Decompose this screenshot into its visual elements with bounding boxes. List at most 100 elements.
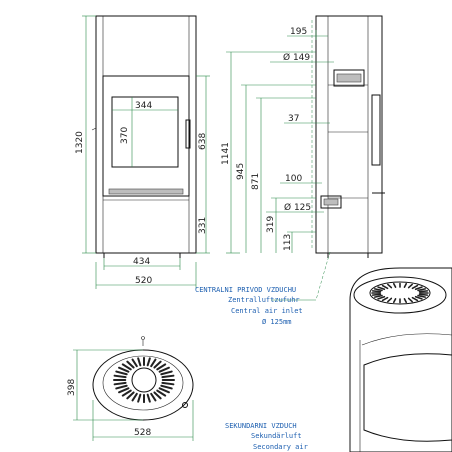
dim-glass-height: 370 xyxy=(120,127,130,144)
side-dimensions: 1141 945 871 319 113 195 Ø 149 37 100 Ø … xyxy=(221,27,334,254)
perspective-vent-slot xyxy=(411,296,419,302)
side-outer-body xyxy=(315,15,383,254)
dim-37: 37 xyxy=(288,114,299,124)
perspective-vent-slot xyxy=(418,293,429,296)
dim-inner-width: 434 xyxy=(133,257,150,267)
perspective-body xyxy=(349,267,452,452)
perspective-vent-slot xyxy=(377,295,386,300)
top-knob-icon xyxy=(182,402,188,408)
label-secondary-de: Sekundärluft xyxy=(251,432,302,440)
vent-slot xyxy=(146,357,151,367)
dim-195: 195 xyxy=(290,27,307,37)
perspective-vent-slot xyxy=(387,297,393,303)
side-view xyxy=(311,15,385,258)
vent-slot xyxy=(121,363,132,371)
perspective-vent-slot xyxy=(373,288,383,292)
top-view xyxy=(92,336,194,421)
dim-1141: 1141 xyxy=(221,142,231,165)
vent-slot xyxy=(113,381,127,386)
perspective-vent-slot xyxy=(414,286,423,291)
front-door-handle[interactable] xyxy=(185,119,191,149)
vent-slot xyxy=(150,358,157,368)
vent-slot xyxy=(121,389,132,397)
vent-slot xyxy=(146,393,151,403)
dim-100: 100 xyxy=(285,174,302,184)
dim-dia-125: Ø 125 xyxy=(284,202,311,213)
perspective-vent-slot xyxy=(371,290,382,293)
dim-door-height: 638 xyxy=(198,133,208,150)
perspective-vent-slot xyxy=(411,284,419,290)
front-ash-tray xyxy=(108,188,184,195)
label-secondary-cz: SEKUNDARNI VZDUCH xyxy=(225,422,297,430)
vent-slot xyxy=(118,387,130,394)
dim-outer-width: 520 xyxy=(135,276,152,286)
vent-slot xyxy=(131,392,138,402)
vent-slot xyxy=(160,370,173,376)
perspective-view xyxy=(349,267,452,452)
vent-slot xyxy=(156,389,167,397)
vent-slot xyxy=(126,360,135,369)
perspective-vent-slot xyxy=(377,286,386,291)
vent-slot xyxy=(158,366,170,373)
dim-lower-height: 331 xyxy=(198,217,208,234)
dim-398: 398 xyxy=(67,379,77,396)
perspective-vent-slots xyxy=(371,282,429,304)
dim-528: 528 xyxy=(134,428,151,438)
dim-113: 113 xyxy=(283,234,293,251)
perspective-vent-slot xyxy=(407,297,413,303)
vent-slot xyxy=(126,391,135,400)
perspective-vent-slot xyxy=(373,294,383,298)
secondary-air-label: SEKUNDARNI VZDUCH Sekundärluft Secondary… xyxy=(225,422,308,451)
vent-slot xyxy=(115,384,128,390)
perspective-vent-slot xyxy=(381,284,389,290)
perspective-vent-slot xyxy=(387,283,393,289)
perspective-vent-slot xyxy=(381,296,389,302)
side-handle xyxy=(371,94,381,166)
central-air-label: CENTRALNI PRIVOD VZDUCHU Zentralluftzufu… xyxy=(195,251,331,326)
label-secondary-en: Secondary air xyxy=(253,443,308,451)
perspective-vent-slot xyxy=(414,295,423,300)
vent-slot xyxy=(113,374,127,379)
vent-slot xyxy=(137,357,142,367)
label-central-de: Zentralluftzufuhr xyxy=(228,296,300,304)
perspective-vent-slot xyxy=(418,290,429,293)
vent-slot xyxy=(118,366,130,373)
dim-945: 945 xyxy=(236,163,246,180)
vent-slot xyxy=(115,370,128,376)
perspective-vent-slot xyxy=(403,282,408,288)
dim-319: 319 xyxy=(266,216,276,233)
vent-slot xyxy=(161,381,175,386)
perspective-vent-slot xyxy=(417,288,427,292)
front-view xyxy=(91,15,197,258)
vent-slot xyxy=(153,391,162,400)
top-dimensions: 398 528 xyxy=(67,349,194,441)
perspective-vent-slot xyxy=(417,294,427,298)
front-dimensions: 1320 344 370 638 331 434 520 xyxy=(75,15,210,289)
front-door xyxy=(102,75,190,197)
vent-slot xyxy=(161,374,175,379)
vent-slot xyxy=(153,360,162,369)
dim-height-1320: 1320 xyxy=(75,131,85,154)
side-air-inlet xyxy=(320,195,342,209)
label-central-cz: CENTRALNI PRIVOD VZDUCHU xyxy=(195,286,296,294)
dim-871: 871 xyxy=(251,173,261,190)
vent-slot xyxy=(160,384,173,390)
perspective-vent-slot xyxy=(392,298,397,304)
perspective-vent-slot xyxy=(407,283,413,289)
vent-slot xyxy=(131,358,138,368)
front-outer-body xyxy=(95,15,197,254)
perspective-vent-slot xyxy=(371,293,382,296)
label-central-en: Central air inlet xyxy=(231,307,303,315)
label-central-diameter: Ø 125mm xyxy=(262,318,292,326)
perspective-vent-slot xyxy=(392,282,397,288)
top-flue-collar xyxy=(131,367,157,393)
side-flue-outlet xyxy=(333,69,365,87)
perspective-vent-slot xyxy=(403,298,408,304)
dim-dia-149: Ø 149 xyxy=(283,52,310,63)
dim-glass-width: 344 xyxy=(135,101,152,111)
vent-slot xyxy=(150,392,157,402)
vent-slot xyxy=(156,363,167,371)
front-glass xyxy=(111,96,179,168)
top-vent-slots xyxy=(113,356,175,404)
